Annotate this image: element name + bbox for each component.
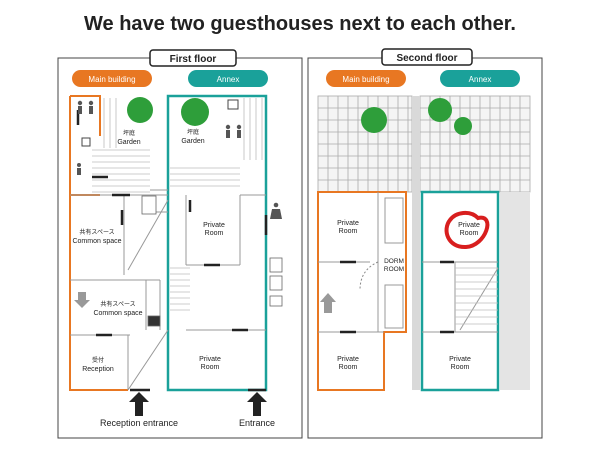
first-floor-panel: First floor Main building Annex: [57, 49, 303, 439]
second-main-building-tag: [326, 70, 406, 87]
entrance-label: Entrance: [239, 418, 275, 428]
private-room-2f-c-line1: Private: [449, 356, 471, 363]
stairs-up-arrow-icon: [320, 293, 336, 313]
private-room-2f-a-line2: Room: [339, 228, 358, 235]
private-room-2f-a-line1: Private: [337, 220, 359, 227]
main-building-tag-label: Main building: [88, 75, 135, 84]
annex-tag: [188, 70, 268, 87]
private-room-1f-a-line1: Private: [203, 222, 225, 229]
reception-en: Reception: [82, 366, 114, 373]
private-room-1f-b-line2: Room: [201, 364, 220, 371]
tree-icon: [181, 98, 209, 126]
second-main-building-tag-label: Main building: [342, 75, 389, 84]
annex-tag-label: Annex: [217, 75, 240, 84]
shower-icon: [81, 99, 239, 147]
entrance-arrow-icon: [247, 392, 267, 416]
first-floor-frame: [57, 57, 303, 439]
private-room-1f-b-line1: Private: [199, 356, 221, 363]
second-annex-tag: [440, 70, 520, 87]
common-space-1-en: Common space: [72, 238, 121, 245]
common-space-1-jp: 共有スペース: [79, 228, 114, 236]
second-annex-outline: [420, 190, 500, 392]
private-room-highlight-line1: Private: [458, 222, 480, 229]
reception-jp: 受付: [92, 356, 104, 364]
second-floor-doors: [340, 260, 454, 334]
private-room-2f-b-line2: Room: [339, 364, 358, 371]
second-floor-trees: [361, 98, 472, 135]
common-space-2-en: Common space: [93, 310, 142, 317]
second-floor-label: Second floor: [396, 53, 457, 64]
first-floor-label: First floor: [170, 54, 217, 65]
second-floor-label-box: [381, 48, 473, 66]
highlight-circle: [444, 211, 490, 249]
tree-icon: [454, 117, 472, 135]
sink-icon: [141, 195, 283, 327]
annex-outline: [166, 94, 268, 392]
second-annex-tag-label: Annex: [469, 75, 492, 84]
garden-trees: [127, 97, 209, 126]
annex-2f-stairs: [455, 267, 498, 325]
gap-strip: [412, 96, 420, 390]
private-room-highlight-line2: Room: [460, 230, 479, 237]
tree-icon: [428, 98, 452, 122]
roof-side: [500, 192, 530, 390]
first-floor-label-box: [149, 49, 237, 67]
reception-entrance-label: Reception entrance: [100, 418, 178, 428]
dorm-room-line1: DORM: [384, 258, 404, 265]
reception-entrance-arrow-icon: [129, 392, 149, 416]
garden-annex-jp: 坪庭: [187, 128, 199, 136]
toilet-icon: [77, 100, 282, 219]
second-floor-walls: [318, 192, 499, 333]
dorm-room-line2: ROOM: [384, 266, 404, 273]
page-title: We have two guesthouses next to each oth…: [84, 13, 516, 35]
common-space-2-jp: 共有スペース: [100, 300, 135, 308]
tree-icon: [127, 97, 153, 123]
dorm-door-swing: [359, 261, 379, 291]
private-room-1f-a-line2: Room: [205, 230, 224, 237]
first-floor-doors: [76, 110, 268, 392]
stairs-down-arrow-icon: [74, 292, 90, 308]
garden-annex-en: Garden: [181, 138, 204, 145]
private-room-2f-b-line1: Private: [337, 356, 359, 363]
first-floor-walls: [70, 189, 266, 391]
private-room-2f-c-line2: Room: [451, 364, 470, 371]
roof-tiles: [317, 95, 531, 193]
garden-main-jp: 坪庭: [123, 129, 135, 137]
main-corridor-stairs: [92, 98, 150, 193]
second-floor-panel: Second floor Main building Annex: [307, 48, 543, 439]
tree-icon: [361, 107, 387, 133]
garden-main-en: Garden: [117, 139, 140, 146]
main-building-tag: [72, 70, 152, 87]
annex-corridor-stairs: [170, 98, 263, 311]
